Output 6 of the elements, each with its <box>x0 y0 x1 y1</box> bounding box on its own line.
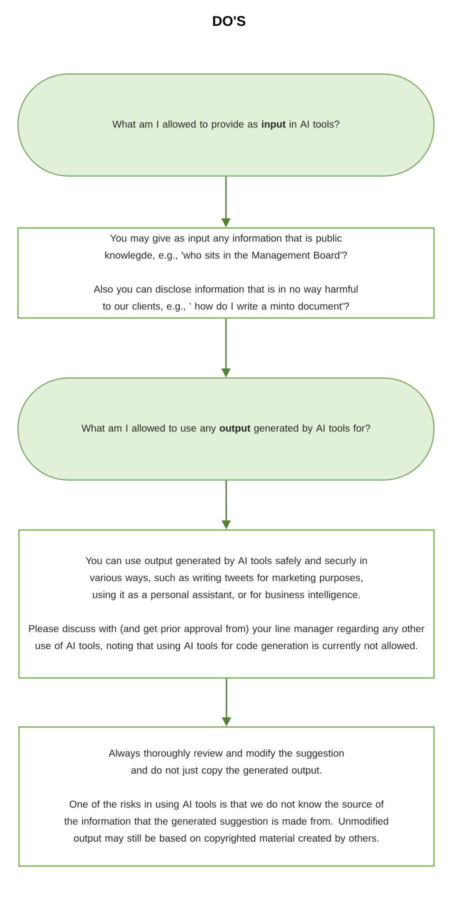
process-box: You may give as input any information that is public knowlegde, e.g., 'who sits in the Management Board'? Also you can disclose information that is in no way harmful to our clients, e.g., ' how do I write a minto document'? <box>17 227 435 319</box>
process-box: Always thoroughly review and modify the suggestion and do not just copy the generated output. One of the risks in using AI tools is that we do not know the source of the information that the generated suggestion is made from. Unmodified output may still be based on copyrighted material created by others. <box>18 726 435 867</box>
process-box: You can use output generated by AI tools safely and securly in various ways, such as writing tweets for marketing purposes, using it as a personal assistant, or for business intelligence. Please discuss with (and get prior approval from) your line manager regarding any other use of AI tools, noting that using AI tools for code generation is currently not allowed. <box>18 529 435 679</box>
terminal-box: What am I allowed to provide as input in AI tools? <box>18 74 434 176</box>
terminal-box: What am I allowed to use any output generated by AI tools for? <box>18 378 434 480</box>
title: DO'S <box>213 16 246 26</box>
